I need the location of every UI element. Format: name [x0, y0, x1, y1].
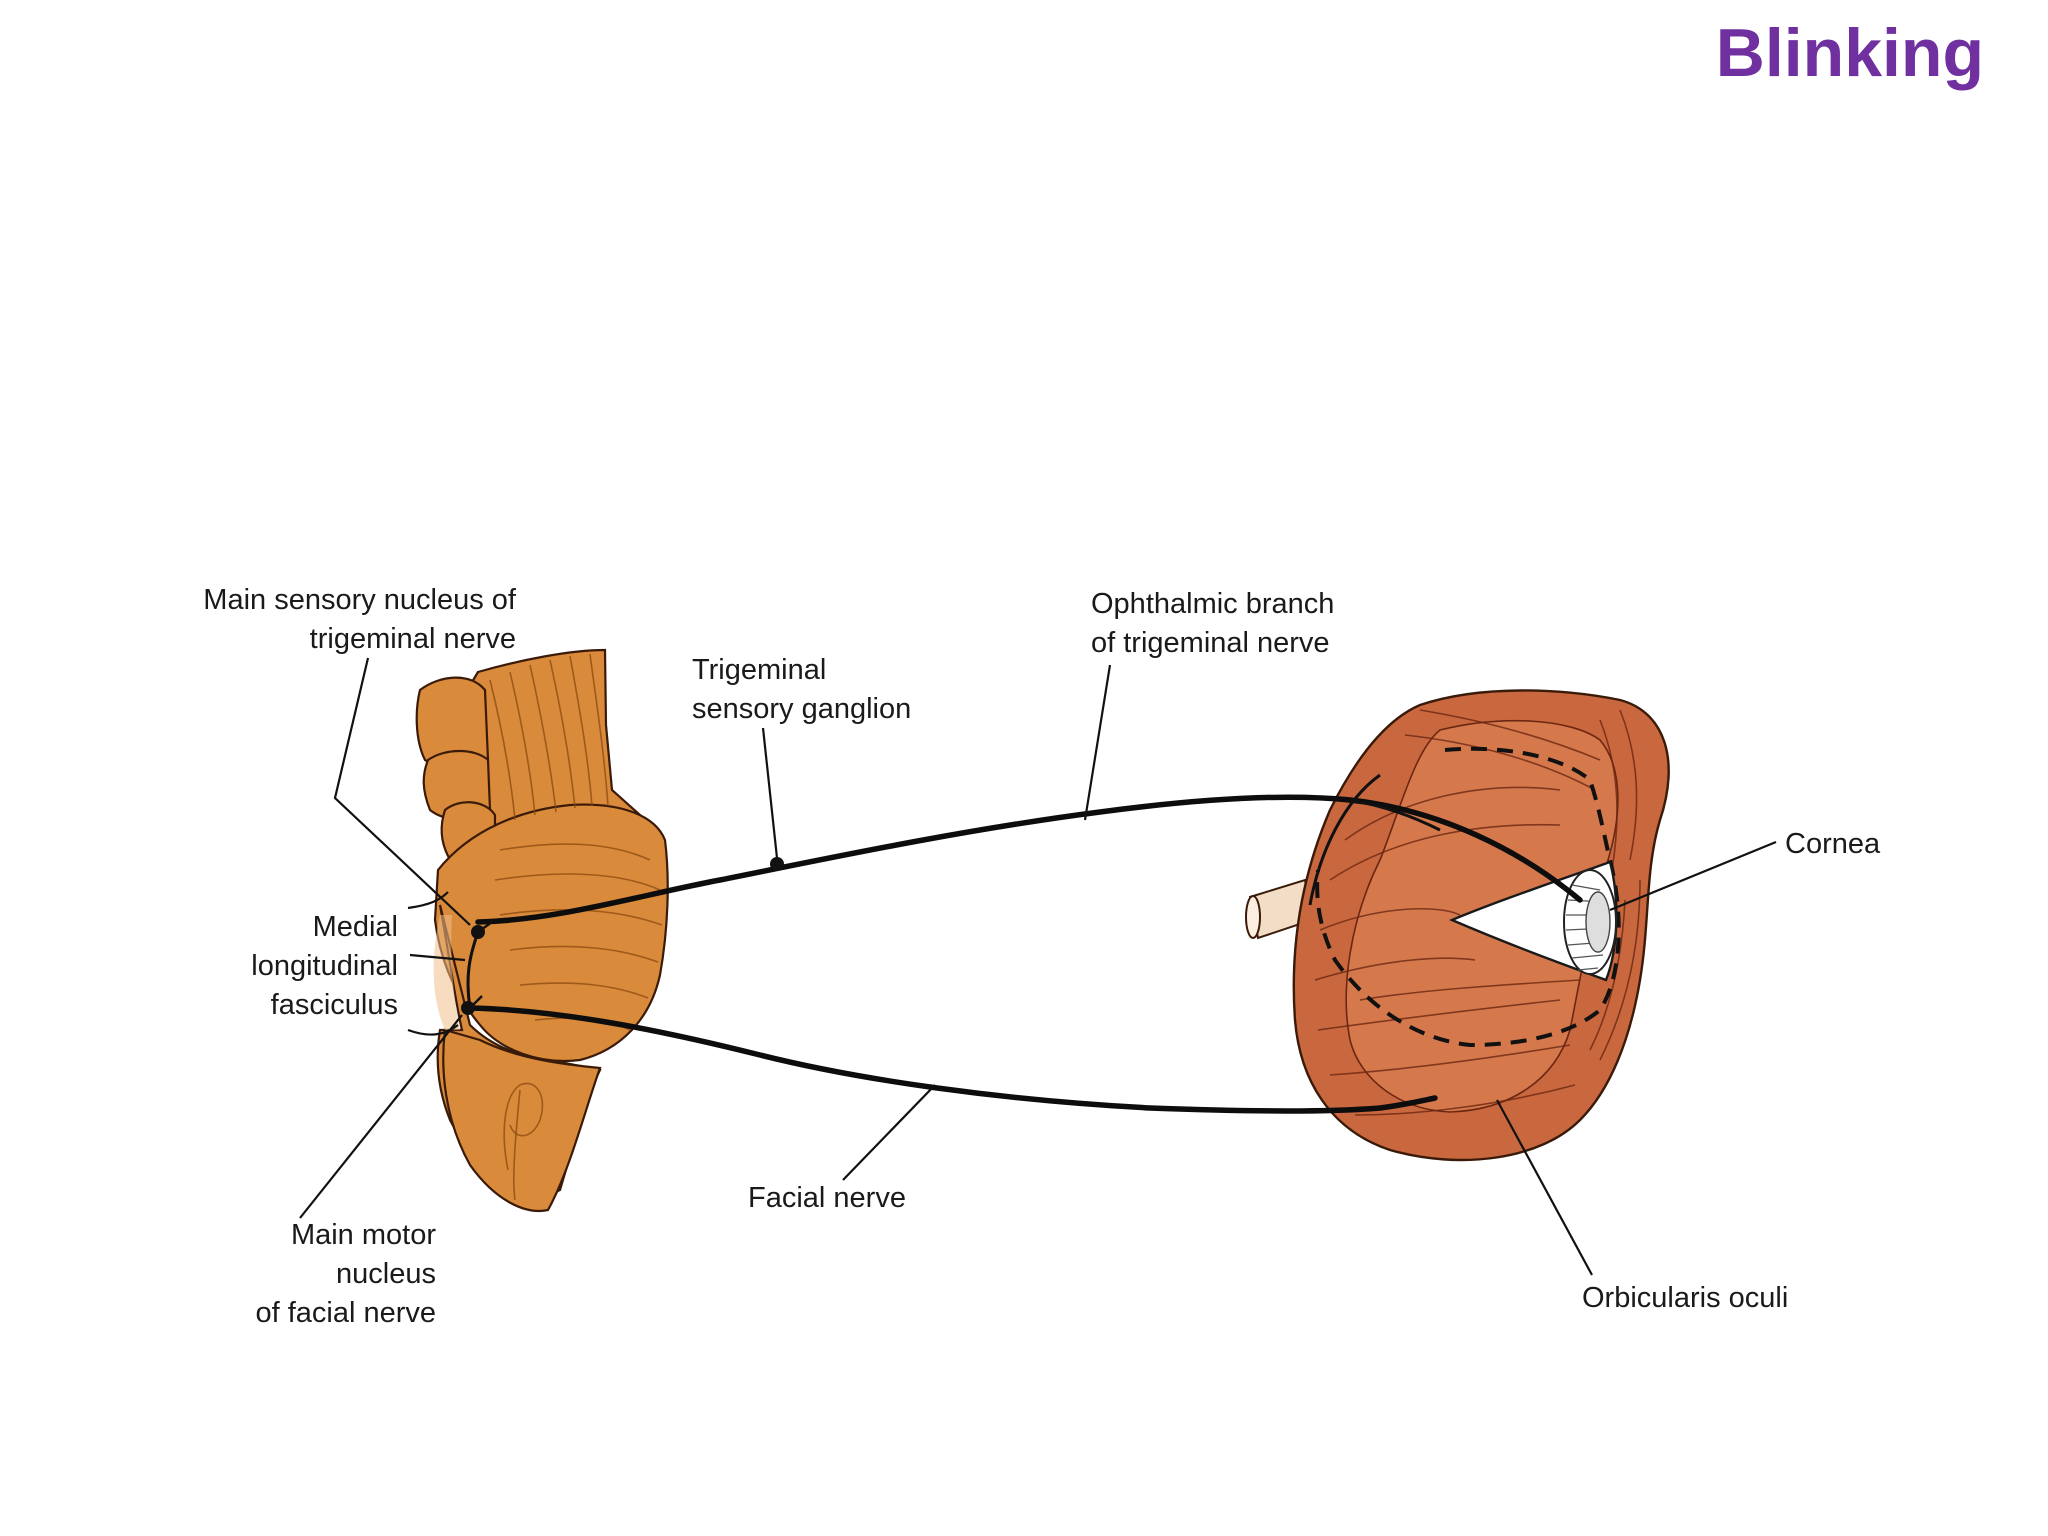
trigeminal-ganglion-dot — [770, 857, 784, 871]
main-sensory-nucleus-dot — [471, 925, 485, 939]
medulla-lower — [442, 1028, 602, 1212]
label-mlf-2: longitudinal — [251, 950, 398, 982]
brainstem-upper-stalk — [468, 648, 643, 832]
pons — [433, 803, 669, 1062]
label-mlf-1: Medial — [313, 911, 398, 943]
label-main-motor-1: Main motor — [291, 1219, 436, 1251]
ophthalmic-upper-branch — [1308, 773, 1381, 906]
orbicularis-oculi — [1245, 689, 1670, 1162]
cornea — [1563, 869, 1617, 975]
facial-nerve — [467, 1005, 1438, 1114]
brainstem — [415, 648, 669, 1212]
labels: Main sensory nucleus of trigeminal nerve… — [203, 584, 1881, 1329]
orbicularis-dashed-boundary — [1315, 746, 1621, 1048]
label-facial-nerve: Facial nerve — [748, 1182, 906, 1214]
label-main-motor-2: nucleus — [336, 1258, 436, 1290]
label-trigeminal-ganglion-2: sensory ganglion — [692, 693, 911, 725]
label-cornea: Cornea — [1785, 828, 1881, 860]
label-ophthalmic-2: of trigeminal nerve — [1091, 627, 1330, 659]
slide-title: Blinking — [1715, 15, 1984, 91]
label-trigeminal-ganglion-1: Trigeminal — [692, 654, 826, 686]
label-main-sensory-2: trigeminal nerve — [310, 623, 516, 655]
ophthalmic-trigeminal-nerve — [475, 794, 1583, 925]
label-mlf-3: fasciculus — [271, 989, 398, 1021]
nerves — [461, 773, 1583, 1114]
label-main-motor-3: of facial nerve — [255, 1297, 436, 1329]
brainstem-shadow — [433, 915, 460, 1030]
label-orbicularis: Orbicularis oculi — [1582, 1282, 1788, 1314]
label-ophthalmic-1: Ophthalmic branch — [1091, 588, 1334, 620]
leader-lines — [299, 657, 1777, 1276]
main-motor-nucleus-dot — [461, 1001, 475, 1015]
label-main-sensory-1: Main sensory nucleus of — [203, 584, 517, 616]
